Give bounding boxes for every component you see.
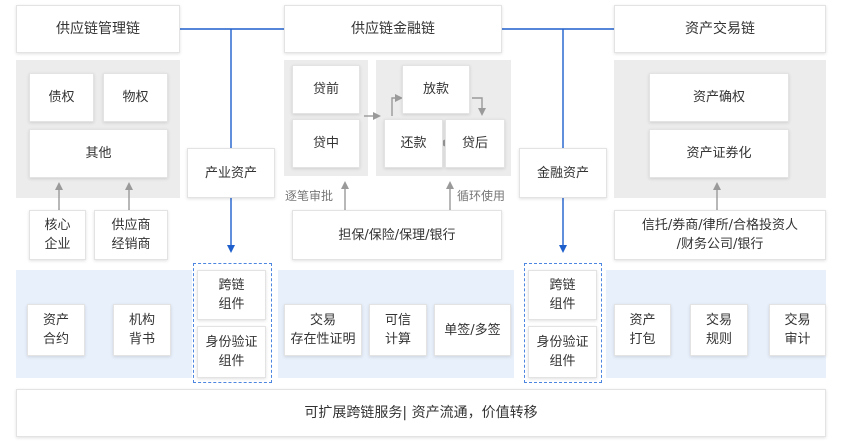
trade-audit-box: 交易 审计 xyxy=(769,304,826,356)
cross-chain-component-right: 跨链 组件 xyxy=(528,270,597,320)
in-loan-box: 贷中 xyxy=(292,119,360,168)
footer-service-bar: 可扩展跨链服务| 资产流通，价值转移 xyxy=(16,389,826,437)
asset-confirmation-box: 资产确权 xyxy=(649,73,789,122)
identity-component-right: 身份验证 组件 xyxy=(528,326,597,378)
asset-packaging-box: 资产 打包 xyxy=(614,304,671,356)
property-rights-box: 物权 xyxy=(103,73,168,122)
cross-chain-component-left: 跨链 组件 xyxy=(197,270,266,320)
industrial-assets-box: 产业资产 xyxy=(187,148,275,198)
to-disbursement-arrow xyxy=(391,94,403,116)
core-enterprise-box: 核心 企业 xyxy=(29,210,86,260)
trusted-compute-box: 可信 计算 xyxy=(369,304,427,356)
cross-chain-group-right xyxy=(524,263,602,383)
post-loan-box: 贷后 xyxy=(445,119,505,168)
guarantee-group-box: 担保/保险/保理/银行 xyxy=(292,210,502,260)
agency-endorsement-box: 机构 背书 xyxy=(113,304,171,356)
supplier-distributor-box: 供应商 经销商 xyxy=(94,210,168,260)
supply-chain-finance-header: 供应链金融链 xyxy=(284,5,502,53)
identity-component-left: 身份验证 组件 xyxy=(197,326,266,378)
disbursement-box: 放款 xyxy=(402,65,470,114)
pre-loan-box: 贷前 xyxy=(292,65,360,114)
single-multi-sign-box: 单签/多签 xyxy=(434,304,511,356)
asset-securitization-box: 资产证券化 xyxy=(649,129,789,178)
asset-contract-box: 资产 合约 xyxy=(27,304,85,356)
claims-box: 债权 xyxy=(29,73,94,122)
trade-proof-box: 交易 存在性证明 xyxy=(284,304,362,356)
cycle-use-label: 循环使用 xyxy=(457,189,506,203)
supply-chain-management-header: 供应链管理链 xyxy=(16,5,180,53)
asset-trading-header: 资产交易链 xyxy=(614,5,826,53)
cross-chain-group-left xyxy=(193,263,272,383)
trade-rules-box: 交易 规则 xyxy=(690,304,748,356)
trust-group-box: 信托/券商/律所/合格投资人 /财务公司/银行 xyxy=(614,210,826,260)
financial-assets-box: 金融资产 xyxy=(519,148,607,198)
others-box: 其他 xyxy=(29,129,168,178)
repayment-box: 还款 xyxy=(384,119,443,168)
disbursement-to-post-loan-arrow xyxy=(472,97,486,116)
step-approval-label: 逐笔审批 xyxy=(285,189,334,203)
